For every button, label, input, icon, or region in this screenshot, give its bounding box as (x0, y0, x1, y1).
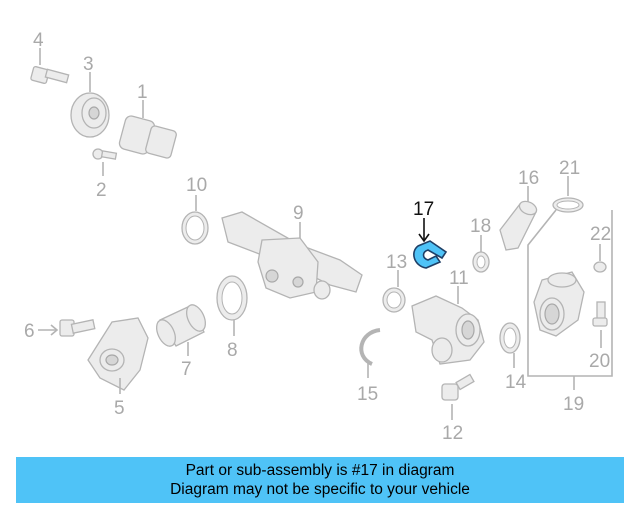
part-1-pump (118, 100, 177, 159)
part-5-flange (87, 317, 149, 394)
callout-18: 18 (470, 216, 491, 237)
callout-20: 20 (589, 351, 610, 372)
callout-13: 13 (386, 252, 407, 273)
callout-9: 9 (293, 203, 304, 224)
part-4-bolt (30, 48, 70, 85)
part-6-bolt (38, 319, 96, 337)
callout-12: 12 (442, 423, 463, 444)
part-20-outlet (533, 271, 608, 348)
callout-22: 22 (590, 224, 611, 245)
callout-1: 1 (137, 82, 148, 103)
callout-3: 3 (83, 54, 94, 75)
callout-8: 8 (227, 340, 238, 361)
part-15-circlip (359, 328, 381, 378)
callout-6: 6 (24, 321, 35, 342)
part-14-gasket (499, 322, 521, 368)
part-22-washer (593, 244, 607, 273)
callout-16: 16 (518, 168, 539, 189)
part-3-pulley (70, 72, 110, 138)
callout-11: 11 (449, 268, 469, 289)
part-11-housing (411, 286, 485, 365)
callout-17: 17 (413, 199, 434, 220)
callout-4: 4 (33, 30, 44, 51)
part-16-sensor (499, 186, 538, 251)
part-19-group (527, 209, 613, 390)
callout-14: 14 (505, 372, 527, 393)
part-info-banner: Part or sub-assembly is #17 in diagram D… (16, 457, 624, 503)
part-10-oring (181, 195, 209, 245)
part-17-clip (413, 218, 448, 269)
part-12-bolt (441, 373, 475, 420)
callout-10: 10 (186, 175, 207, 196)
part-9-housing (221, 211, 363, 300)
callout-2: 2 (96, 180, 107, 201)
part-7-hose (155, 304, 207, 356)
parts-diagram: 4 3 1 2 10 9 (24, 30, 613, 444)
part-21-oring (552, 176, 584, 213)
caption-line-2: Diagram may not be specific to your vehi… (170, 481, 470, 498)
callout-19: 19 (563, 394, 584, 415)
part-13-oring (382, 270, 406, 313)
caption-line-1: Part or sub-assembly is #17 in diagram (185, 462, 455, 479)
callout-5: 5 (114, 398, 125, 419)
callout-15: 15 (357, 384, 378, 405)
part-18-ring (472, 235, 490, 273)
part-2-bolt (92, 148, 118, 176)
part-8-gasket (216, 275, 248, 336)
callout-7: 7 (181, 359, 192, 380)
callout-21: 21 (559, 158, 580, 179)
